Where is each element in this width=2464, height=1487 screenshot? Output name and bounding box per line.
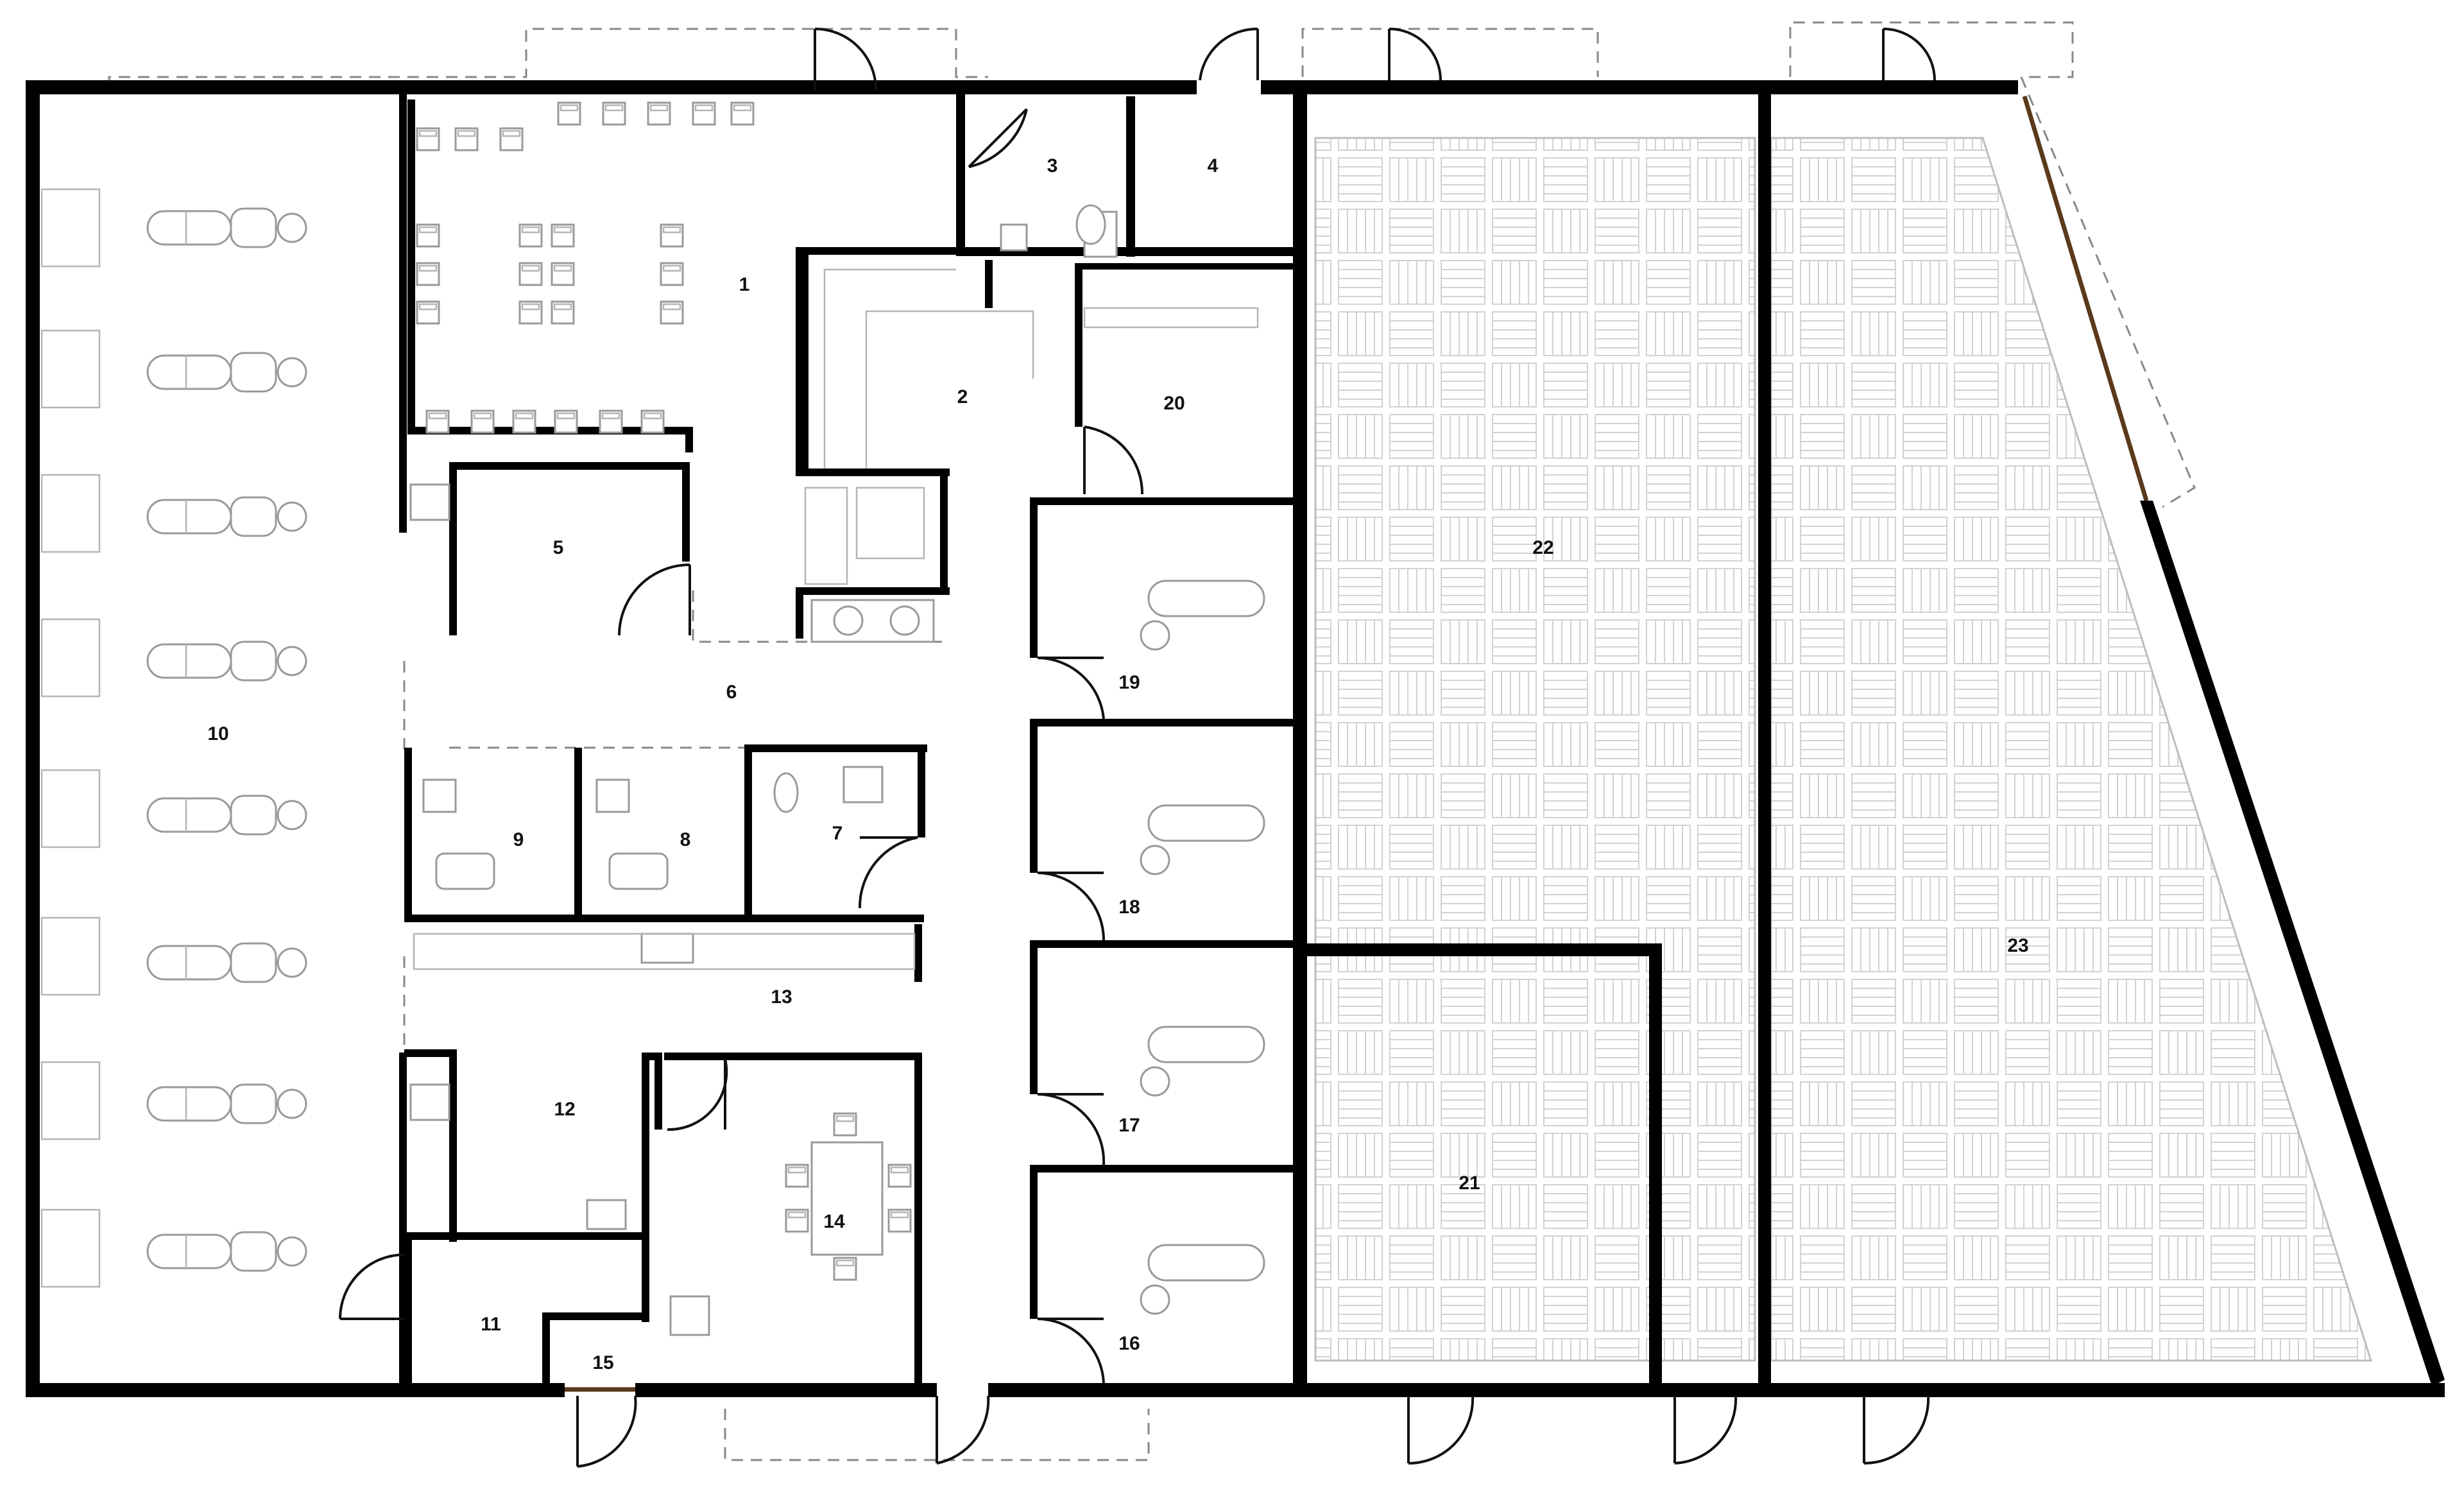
room-label-6: 6 — [726, 682, 737, 703]
room-label-23: 23 — [2007, 935, 2028, 956]
room-labels: 1 2 3 4 5 6 7 8 9 10 11 12 13 14 15 16 1… — [207, 155, 2028, 1373]
room-label-12: 12 — [554, 1099, 575, 1120]
room-label-22: 22 — [1532, 537, 1553, 558]
dining-table — [785, 1112, 912, 1281]
exam-chairs — [1140, 580, 1265, 1315]
room-label-7: 7 — [832, 823, 843, 844]
waiting-chairs — [416, 101, 755, 434]
terrace-floor-22 — [1314, 137, 1756, 1362]
room-label-2: 2 — [957, 386, 968, 408]
room-label-14: 14 — [823, 1211, 845, 1232]
room-label-1: 1 — [739, 274, 750, 295]
window-seats — [40, 188, 101, 1288]
room-label-17: 17 — [1118, 1115, 1140, 1136]
room-label-3: 3 — [1047, 155, 1058, 176]
room-label-11: 11 — [481, 1314, 501, 1335]
walls — [26, 80, 2445, 1397]
room-label-5: 5 — [553, 537, 564, 558]
treatment-chairs — [422, 778, 669, 890]
room-label-20: 20 — [1163, 393, 1185, 414]
reception-counter — [804, 268, 1259, 585]
room-label-8: 8 — [680, 829, 691, 850]
room-label-4: 4 — [1208, 155, 1219, 176]
room-label-21: 21 — [1459, 1173, 1480, 1194]
room-label-10: 10 — [207, 723, 228, 744]
room-label-18: 18 — [1118, 897, 1140, 918]
room-label-13: 13 — [771, 986, 792, 1008]
room-label-9: 9 — [513, 829, 524, 850]
terrace-floor-23 — [1770, 137, 2373, 1362]
room-label-15: 15 — [592, 1352, 613, 1373]
doors — [339, 27, 1936, 1468]
fixtures — [409, 204, 1118, 1336]
room-label-16: 16 — [1118, 1333, 1140, 1354]
room-label-19: 19 — [1118, 672, 1140, 693]
